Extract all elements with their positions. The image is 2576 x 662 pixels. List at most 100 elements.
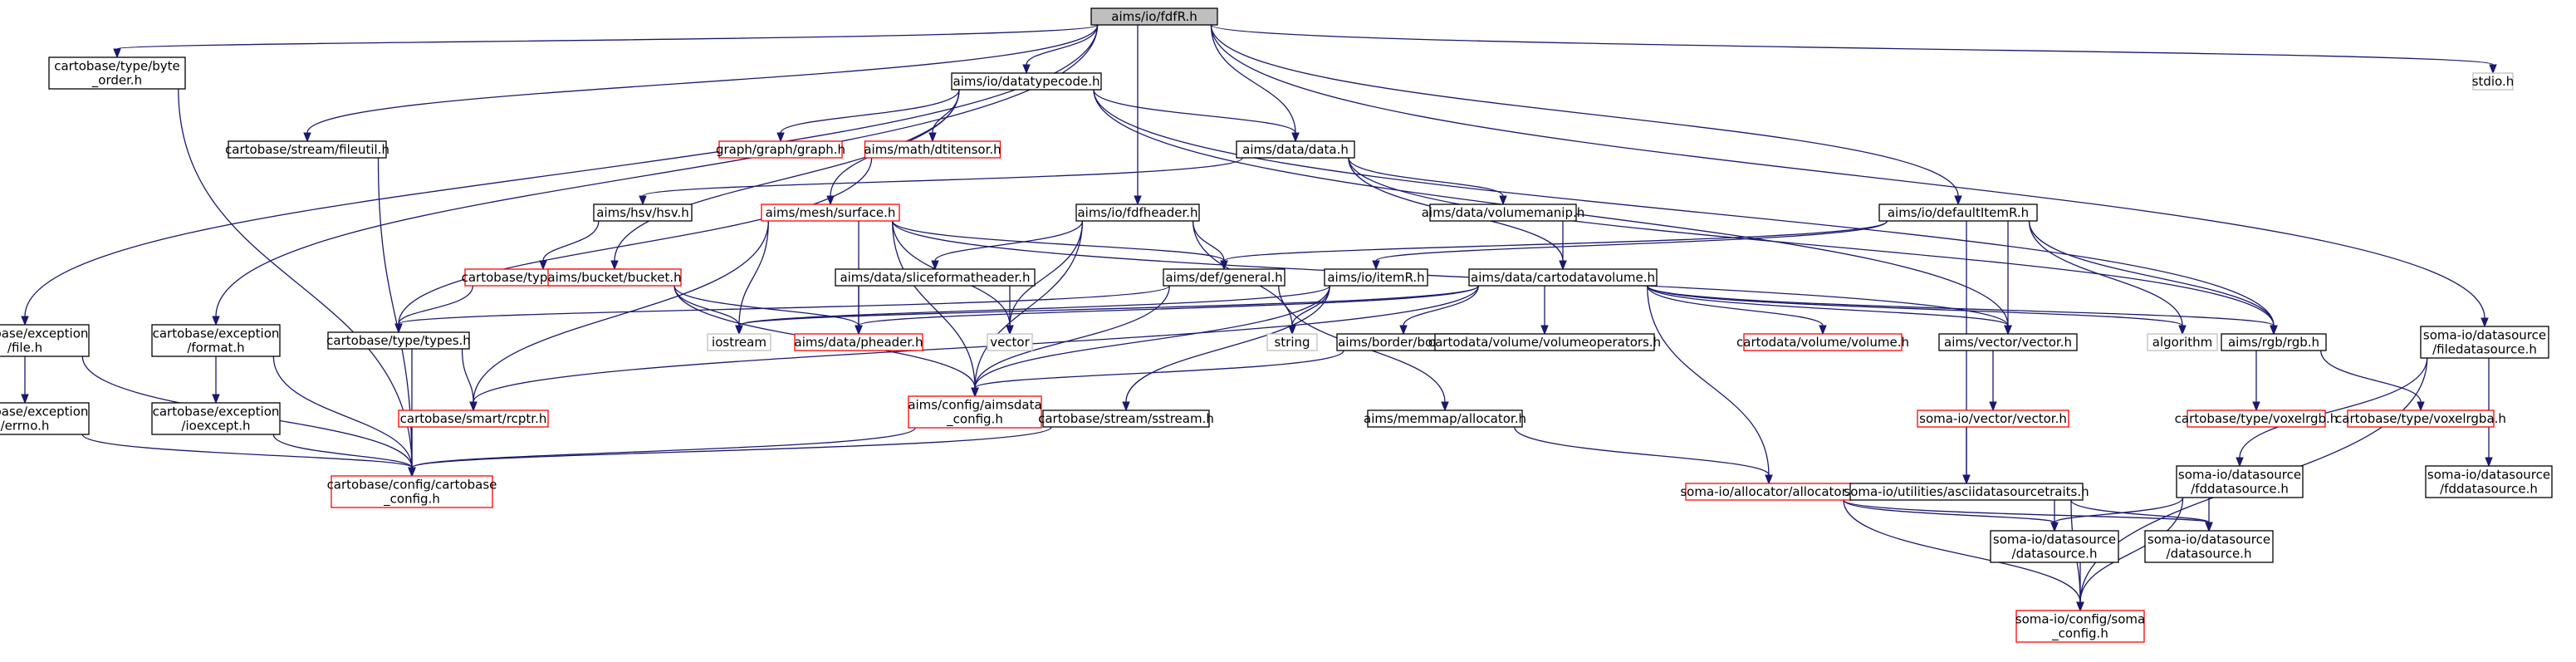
node-aims-io-itemr-h[interactable]: aims/io/itemR.h	[1324, 268, 1428, 287]
node-soma-io-allocator-allocator-h[interactable]: soma-io/allocator/allocator.h	[1680, 483, 1858, 501]
node-label: /fddatasource.h	[2440, 482, 2538, 497]
node-box	[2347, 409, 2495, 428]
node-aims-data-volumemanip-h[interactable]: aims/data/volumemanip.h	[1422, 204, 1585, 222]
node-cartobase-type-voxelrgb-h[interactable]: cartobase/type/voxelrgb.h	[2175, 409, 2338, 428]
edge-cartodatavolume-to-border	[1399, 285, 1479, 336]
node-box	[987, 333, 1033, 351]
node-box	[794, 333, 923, 351]
node-aims-memmap-allocator-h[interactable]: aims/memmap/allocator.h	[1364, 409, 1526, 428]
node-soma-io-datasource-datasource-h[interactable]: soma-io/datasource/datasource.h	[2144, 530, 2274, 563]
node-label: vector	[990, 335, 1030, 350]
node-label: soma-io/vector/vector.h	[1919, 411, 2067, 426]
node-aims-io-fdfr-h[interactable]: aims/io/fdfR.h	[1090, 7, 1218, 26]
node-aims-io-defaultitemr-h[interactable]: aims/io/defaultItemR.h	[1878, 204, 2038, 222]
node-aims-mesh-surface-h[interactable]: aims/mesh/surface.h	[761, 204, 900, 222]
edge-itemr-to-sstream	[1122, 285, 1330, 412]
edge-cartodatavolume-to-pheader	[855, 285, 1479, 336]
node-cartodata-volume-volumeoperators-h[interactable]: cartodata/volume/volumeoperators.h	[1428, 333, 1661, 351]
edge-hsv-to-voxelhsv	[539, 220, 600, 271]
node-aims-io-fdfheader-h[interactable]: aims/io/fdfheader.h	[1075, 204, 1200, 222]
node-label: /fddatasource.h	[2191, 482, 2289, 497]
node-label: /filedatasource.h	[2432, 342, 2537, 357]
edge-volumemanip-to-cartodatavolume	[1559, 221, 1567, 271]
edge-cartodatavolume-to-volume	[1647, 285, 1827, 336]
edge-somavector-to-asciitraits	[1962, 427, 1971, 485]
node-label: aims/data/cartodatavolume.h	[1471, 270, 1655, 285]
node-aims-data-sliceformatheader-h[interactable]: aims/data/sliceformatheader.h	[835, 268, 1036, 287]
edge-voxelhsv-to-types	[394, 285, 474, 334]
node-aims-io-datatypecode-h[interactable]: aims/io/datatypecode.h	[951, 72, 1102, 91]
node-label: aims/data/pheader.h	[795, 335, 923, 350]
node-label: /errno.h	[1, 419, 50, 434]
node-aims-hsv-hsv-h[interactable]: aims/hsv/hsv.h	[593, 204, 693, 222]
node-aims-data-cartodatavolume-h[interactable]: aims/data/cartodatavolume.h	[1468, 268, 1658, 287]
node-cartobase-exception-ioexcept-h[interactable]: cartobase/exception/ioexcept.h	[151, 402, 281, 435]
node-box	[1236, 140, 1355, 159]
node-soma-io-datasource-fddatasource-h[interactable]: soma-io/datasource/fddatasource.h	[2425, 465, 2553, 498]
edge-fdfr-to-byteorder	[113, 24, 1099, 59]
node-box	[718, 140, 843, 159]
edge-fddatasource-to-datasource	[2050, 497, 2184, 532]
node-algorithm[interactable]: algorithm	[2147, 333, 2218, 351]
node-label: /format.h	[187, 341, 244, 356]
node-soma-io-config-soma-config-h[interactable]: soma-io/config/soma_config.h	[2015, 610, 2145, 643]
node-aims-rgb-rgb-h[interactable]: aims/rgb/rgb.h	[2221, 333, 2327, 351]
node-box	[2015, 610, 2145, 643]
node-cartobase-config-cartobase-config-h[interactable]: cartobase/config/cartobase_config.h	[327, 475, 497, 508]
node-aims-data-pheader-h[interactable]: aims/data/pheader.h	[794, 333, 923, 351]
edge-types-to-rcptr	[461, 348, 477, 412]
node-box	[864, 140, 1002, 159]
node-aims-math-dtitensor-h[interactable]: aims/math/dtitensor.h	[864, 140, 1002, 159]
node-cartobase-stream-sstream-h[interactable]: cartobase/stream/sstream.h	[1038, 409, 1214, 428]
edge-cartodatavolume-to-volumeops	[1540, 286, 1549, 336]
node-box	[1434, 333, 1655, 351]
node-aims-def-general-h[interactable]: aims/def/general.h	[1163, 268, 1286, 287]
node-soma-io-datasource-datasource-h[interactable]: soma-io/datasource/datasource.h	[1990, 530, 2119, 563]
edge-cartodatavolume-to-aimsvector	[1647, 285, 2012, 336]
node-cartobase-exception-format-h[interactable]: cartobase/exception/format.h	[151, 324, 281, 357]
node-label: cartobase/smart/rcptr.h	[400, 411, 547, 426]
node-soma-io-utilities-asciidatasourcetraits-h[interactable]: soma-io/utilities/asciidatasourcetraits.…	[1844, 483, 2089, 501]
node-box	[1990, 530, 2119, 563]
node-label: cartobase/type/byte	[54, 59, 180, 74]
edge-itemr-to-iostream	[735, 285, 1330, 336]
node-cartobase-type-byte-order-h[interactable]: cartobase/type/byte_order.h	[48, 56, 186, 90]
node-label: cartobase/type/voxelrgb.h	[2175, 411, 2338, 426]
node-label: soma-io/datasource	[2147, 532, 2270, 547]
node-soma-io-vector-vector-h[interactable]: soma-io/vector/vector.h	[1917, 409, 2069, 428]
node-box	[0, 402, 90, 435]
node-cartobase-smart-rcptr-h[interactable]: cartobase/smart/rcptr.h	[398, 409, 549, 428]
node-label: aims/bucket/bucket.h	[547, 270, 681, 285]
node-label: _config.h	[2051, 626, 2108, 642]
node-stdio-h[interactable]: stdio.h	[2472, 72, 2515, 91]
node-box	[908, 395, 1042, 429]
node-cartobase-exception-file-h[interactable]: cartobase/exception/file.h	[0, 324, 90, 357]
node-cartobase-stream-fileutil-h[interactable]: cartobase/stream/fileutil.h	[225, 140, 389, 159]
node-box	[951, 72, 1102, 91]
edge-data-to-hsv	[639, 157, 1243, 206]
node-cartobase-type-types-h[interactable]: cartobase/type/types.h	[326, 331, 471, 350]
node-label: aims/memmap/allocator.h	[1364, 411, 1526, 426]
node-iostream[interactable]: iostream	[707, 333, 771, 351]
node-label: cartodata/volume/volume.h	[1736, 335, 1909, 350]
node-string[interactable]: string	[1266, 333, 1318, 351]
node-layer: aims/io/fdfR.h stdio.h cartobase/type/byte…	[0, 7, 2553, 643]
node-aims-vector-vector-h[interactable]: aims/vector/vector.h	[1938, 333, 2078, 351]
node-cartodata-volume-volume-h[interactable]: cartodata/volume/volume.h	[1736, 333, 1909, 351]
node-aims-bucket-bucket-h[interactable]: aims/bucket/bucket.h	[547, 268, 682, 287]
node-label: soma-io/datasource	[2178, 468, 2301, 483]
node-aims-data-data-h[interactable]: aims/data/data.h	[1236, 140, 1355, 159]
node-label: /file.h	[7, 341, 42, 356]
node-cartobase-exception-errno-h[interactable]: cartobase/exception/errno.h	[0, 402, 90, 435]
node-soma-io-datasource-fddatasource-h[interactable]: soma-io/datasource/fddatasource.h	[2176, 465, 2304, 498]
node-label: cartobase/type/types.h	[326, 333, 471, 348]
edge-rgb-to-voxelrgb	[2252, 350, 2260, 412]
node-cartobase-type-voxelrgba-h[interactable]: cartobase/type/voxelrgba.h	[2335, 409, 2506, 428]
node-graph-graph-graph-h[interactable]: graph/graph/graph.h	[716, 140, 845, 159]
node-vector[interactable]: vector	[987, 333, 1033, 351]
edge-border-to-aimsdataconfig	[971, 350, 1344, 398]
node-label: aims/rgb/rgb.h	[2228, 335, 2319, 350]
node-box	[0, 324, 90, 357]
node-aims-config-aimsdata-config-h[interactable]: aims/config/aimsdata_config.h	[908, 395, 1042, 429]
node-soma-io-datasource-filedatasource-h[interactable]: soma-io/datasource/filedatasource.h	[2420, 326, 2549, 359]
